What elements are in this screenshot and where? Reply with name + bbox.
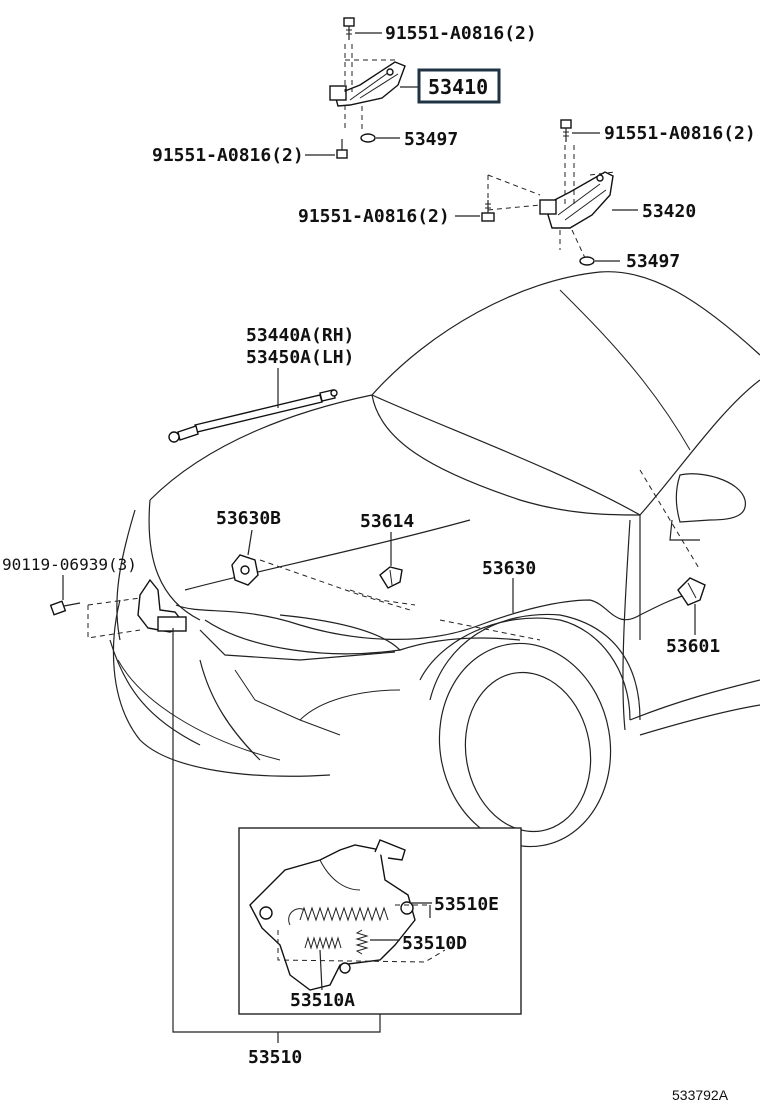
label-clamp: 53630B bbox=[216, 508, 281, 529]
clamp-icon bbox=[231, 554, 259, 586]
release-cable bbox=[175, 594, 686, 640]
label-washer-right: 53497 bbox=[626, 251, 680, 272]
washer-right-icon bbox=[579, 256, 595, 266]
label-cable: 53630 bbox=[482, 558, 536, 579]
label-lock-assy: 53510 bbox=[248, 1047, 302, 1068]
label-bolt-mid: 91551-A0816(2) bbox=[298, 206, 450, 227]
spring-d bbox=[355, 929, 369, 955]
figure-reference: 533792A bbox=[672, 1087, 729, 1103]
car-body-outline bbox=[109, 271, 760, 848]
label-spring-a: 53510A bbox=[290, 990, 355, 1011]
label-support-rh: 53440A(RH) bbox=[246, 325, 354, 346]
clip-icon bbox=[379, 566, 403, 589]
label-spring-e: 53510E bbox=[434, 894, 499, 915]
label-hinge-lh: 53420 bbox=[642, 201, 696, 222]
label-bolt-lock: 90119-06939(3) bbox=[2, 555, 137, 574]
hood-lock bbox=[87, 578, 187, 639]
label-spring-d: 53510D bbox=[402, 933, 467, 954]
highlight-box bbox=[417, 68, 501, 104]
hood-hinge-lh bbox=[487, 145, 616, 259]
label-clip: 53614 bbox=[360, 511, 414, 532]
label-bolt-left-top: 91551-A0816(2) bbox=[152, 145, 304, 166]
label-bolt-right-top: 91551-A0816(2) bbox=[604, 123, 756, 144]
washer-top-icon bbox=[360, 133, 376, 143]
label-washer-top: 53497 bbox=[404, 129, 458, 150]
bolt-left-icon bbox=[336, 139, 348, 159]
label-hinge-rh: 53410 bbox=[428, 75, 488, 99]
label-lever: 53601 bbox=[666, 636, 720, 657]
spring-e bbox=[299, 906, 389, 922]
label-bolt-top: 91551-A0816(2) bbox=[385, 23, 537, 44]
release-lever-icon bbox=[677, 577, 706, 606]
hood-support-strut bbox=[168, 389, 338, 443]
hood-hinge-rh bbox=[329, 44, 406, 130]
label-support-lh: 53450A(LH) bbox=[246, 347, 354, 368]
spring-a bbox=[304, 936, 342, 950]
bolt-right-top-icon bbox=[560, 119, 572, 142]
bolt-lock-icon bbox=[49, 600, 81, 616]
bolt-mid-icon bbox=[481, 200, 495, 222]
detail-box bbox=[238, 827, 522, 1015]
bolt-top-icon bbox=[343, 17, 355, 40]
